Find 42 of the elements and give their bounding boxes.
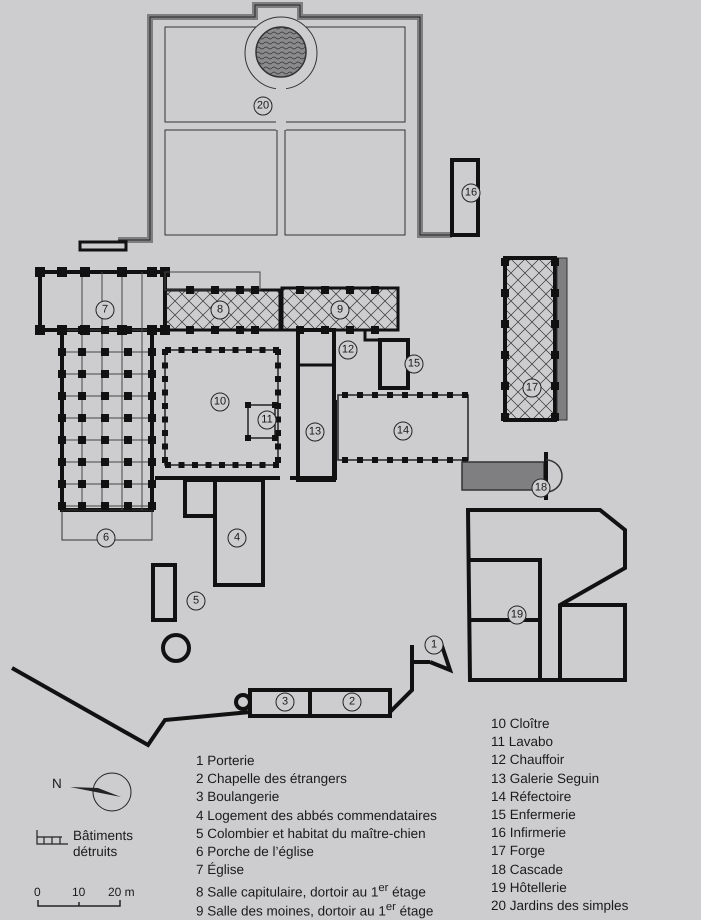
callout-number: 1	[424, 636, 444, 654]
callout-number: 19	[508, 606, 526, 624]
callout-number: 5	[186, 592, 206, 610]
scale-label: 10	[72, 884, 86, 900]
legend-entry: 14 Réfectoire	[491, 788, 572, 805]
legend-entry: 6 Porche de l’église	[196, 844, 314, 860]
north-label: N	[52, 776, 62, 792]
legend-entry: 17 Forge	[491, 843, 546, 860]
callout-number: 15	[404, 354, 424, 374]
callout-number: 4	[228, 528, 246, 548]
legend-entry: 20 Jardins des simples	[491, 898, 628, 914]
legend-entry: 8 Salle capitulaire, dortoir au 1$^{er}$ étage	[196, 881, 426, 901]
legend-entry: 16 Infirmerie	[491, 825, 566, 842]
callout-number: 20	[254, 96, 272, 116]
legend-entry: 2 Chapelle des étrangers	[196, 771, 347, 788]
scale-label: 0	[34, 884, 41, 900]
callout-number: 13	[306, 422, 324, 442]
legend-label: Bâtiments détruits	[73, 828, 134, 860]
legend-entry: 9 Salle des moines, dortoir au 1$^{er}$ étage	[196, 900, 434, 920]
callout-number: 6	[96, 528, 116, 548]
legend-entry: 12 Chauffoir	[491, 752, 564, 768]
legend-entry: 11 Lavabo	[491, 734, 554, 750]
legend-entry: 13 Galerie Seguin	[491, 770, 600, 787]
callout-number: 18	[532, 478, 550, 498]
legend-entry: 3 Boulangerie	[196, 789, 280, 806]
legend-entry: 1 Porterie	[196, 753, 255, 769]
scale-label: 20 m	[108, 884, 135, 900]
legend-entry: 5 Colombier et habitat du maître-chien	[196, 826, 426, 842]
legend-entry: 4 Logement des abbés commendataires	[196, 808, 437, 824]
callout-number: 14	[394, 422, 412, 440]
legend-entry: 18 Cascade	[491, 862, 564, 878]
callout-number: 12	[338, 340, 358, 360]
callout-number: 11	[258, 410, 276, 430]
callout-number: 7	[96, 300, 114, 320]
legend-entry: 10 Cloître	[491, 716, 550, 732]
callout-number: 3	[276, 692, 294, 712]
callout-number: 10	[210, 392, 230, 412]
legend-entry: 19 Hôtellerie	[491, 880, 567, 896]
callout-number: 16	[462, 184, 480, 202]
callout-number: 2	[342, 692, 362, 712]
legend-entry: 7 Église	[196, 862, 244, 878]
legend-entry: 15 Enfermerie	[491, 807, 576, 823]
